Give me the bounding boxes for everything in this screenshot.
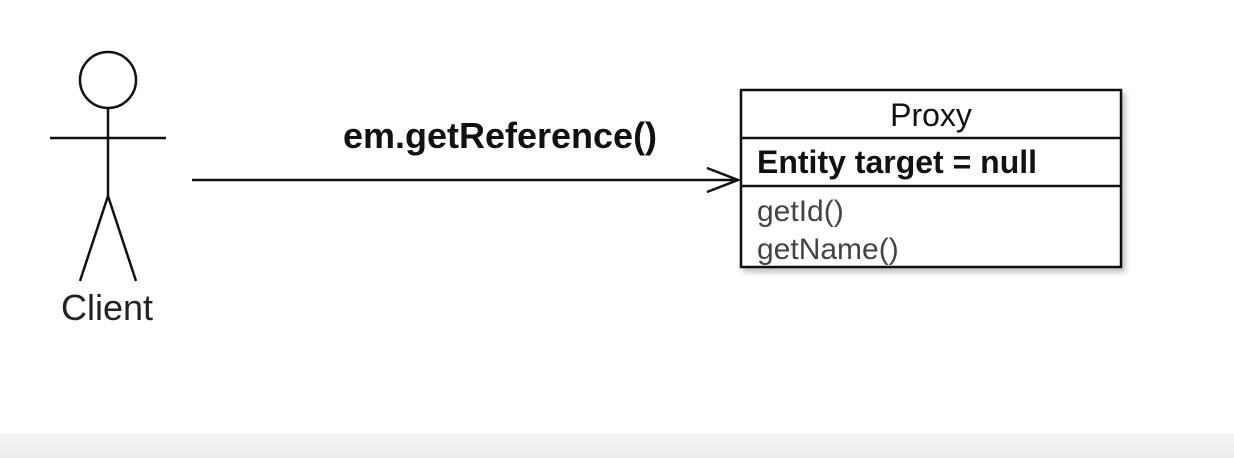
message-label: em.getReference() [343,115,657,156]
bottom-bar [0,433,1234,458]
class-title: Proxy [890,97,972,133]
message-arrow [192,166,742,194]
actor-left-leg [78,195,110,282]
class-method: getName() [757,233,899,266]
arrow-head [706,166,742,194]
proxy-class-box: Proxy Entity target = null getId() getNa… [739,88,1123,269]
class-attribute: Entity target = null [757,144,1037,180]
actor-right-leg [106,195,138,282]
actor-head [78,50,138,110]
class-method: getId() [757,195,844,228]
actor-label: Client [61,287,153,328]
proxy-class-frame [739,88,1123,269]
client-actor [50,50,166,282]
